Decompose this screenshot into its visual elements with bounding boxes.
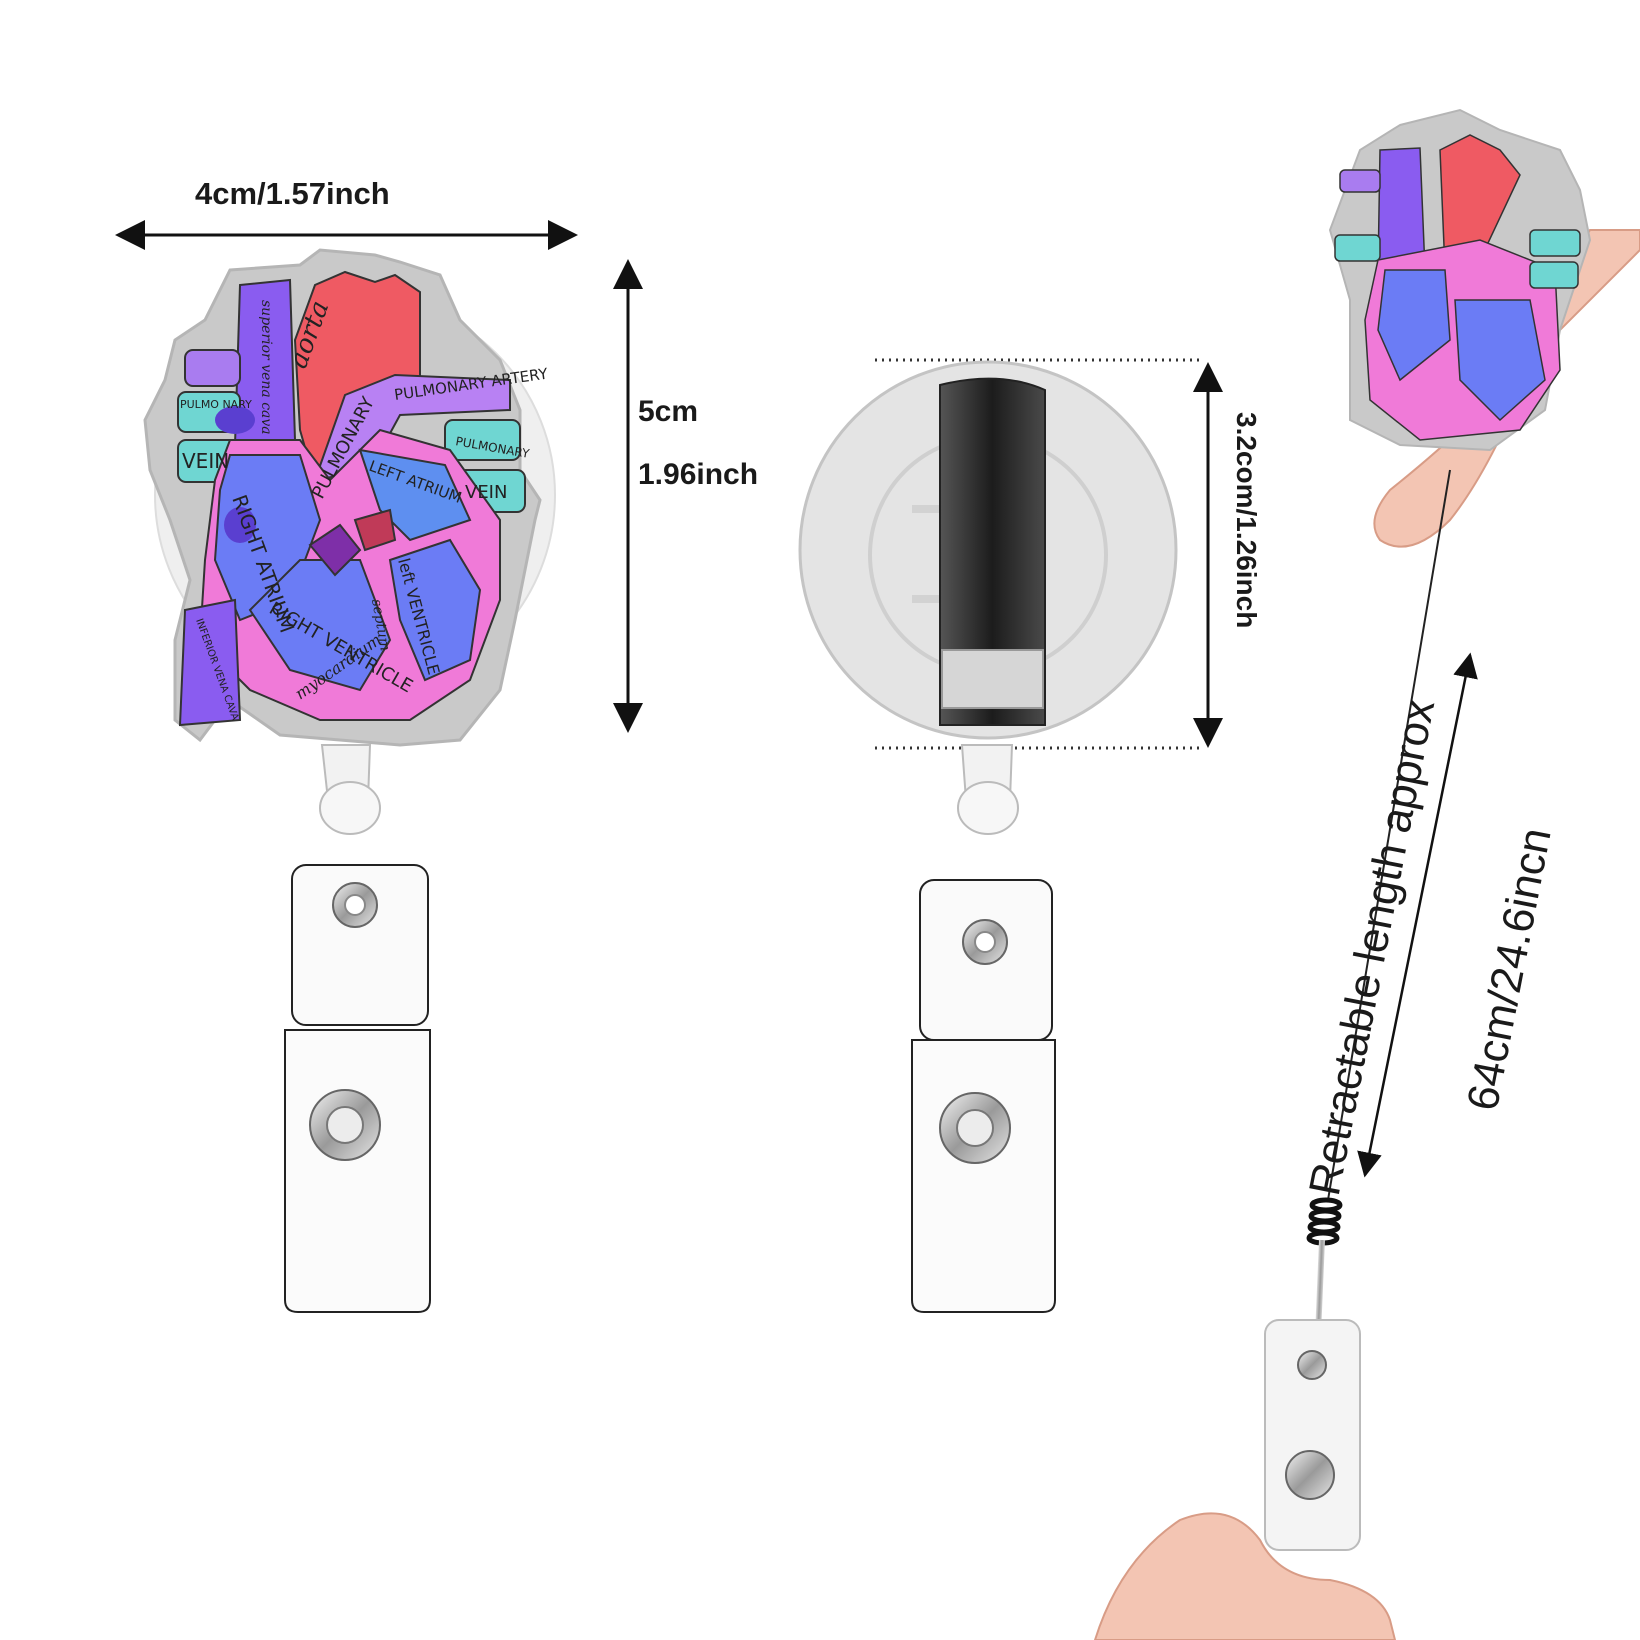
retract-length-arrow [1357, 652, 1478, 1178]
badge-clip [911, 1039, 1056, 1313]
badge-clip [284, 1029, 431, 1313]
small-clear-strap [1264, 1319, 1361, 1551]
valve [353, 508, 397, 552]
heart-label-pulmonary-left: PULMO NARY [180, 398, 252, 411]
pulmonary-vein-right-top [444, 419, 521, 461]
valve [308, 523, 362, 577]
spring-coil [1306, 1197, 1343, 1246]
lower-hand [1093, 1512, 1397, 1640]
heart-label-svc: superior vena cava [258, 300, 274, 435]
inferior-vena-cava [178, 598, 242, 727]
left-ventricle-chamber [388, 538, 482, 682]
snap-button [1285, 1450, 1335, 1500]
height-inch-label: 1.96inch [638, 458, 759, 491]
right-ventricle-chamber [248, 559, 392, 692]
heart-label-vein-right: VEIN [465, 482, 507, 503]
pulmonary-vein-left-top [184, 349, 241, 387]
width-label: 4cm/1.57inch [195, 176, 390, 211]
belt-clip [939, 377, 1046, 726]
height-cm-label: 5cm [638, 395, 699, 428]
clear-strap [291, 864, 429, 1026]
heart-label-vein-left: VEIN [182, 449, 229, 473]
back-diameter-label: 3.2com/1.26inch [1231, 412, 1262, 629]
back-badge-reel [798, 358, 1223, 1313]
extended-reel-demo [1093, 108, 1640, 1640]
front-badge-reel: aorta superior vena cava PULMONARY ARTER… [115, 220, 643, 1313]
